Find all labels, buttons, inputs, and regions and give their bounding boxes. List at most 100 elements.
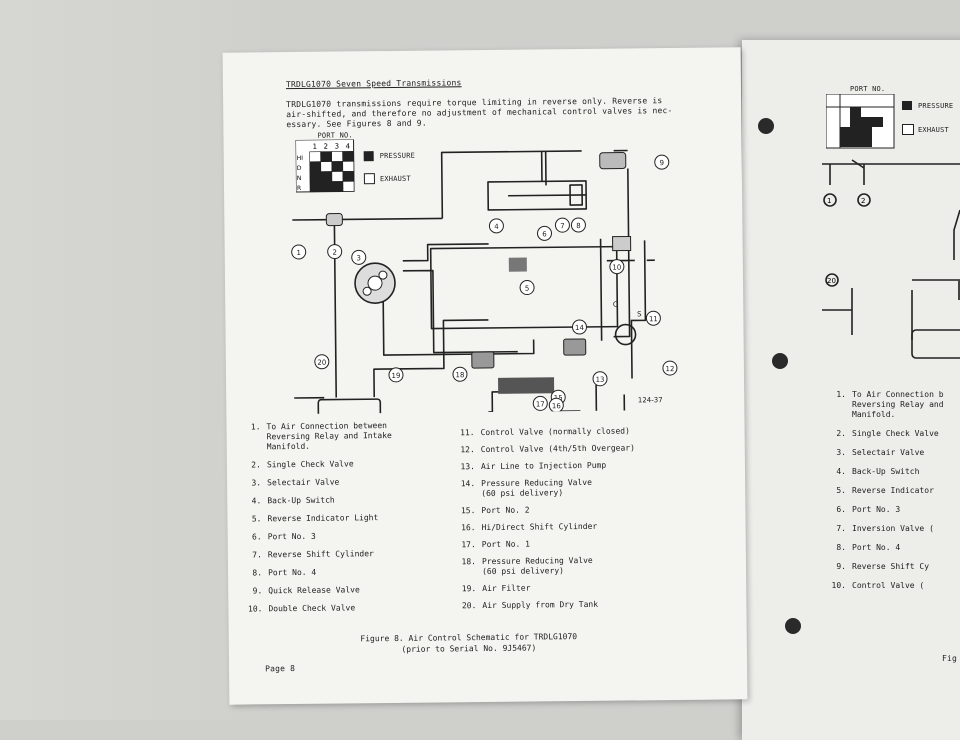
legend-item: 2.Single Check Valve bbox=[241, 459, 354, 470]
legend-number: 2. bbox=[241, 460, 261, 469]
legend-item: 19.Air Filter bbox=[456, 584, 530, 595]
next-pressure-label: PRESSURE bbox=[918, 102, 953, 110]
legend-number: 7. bbox=[242, 550, 262, 559]
legend-text: Selectair Valve bbox=[852, 448, 924, 458]
page-number: Page 8 bbox=[265, 664, 295, 673]
svg-text:18: 18 bbox=[455, 371, 464, 379]
svg-text:4: 4 bbox=[494, 223, 499, 231]
legend-number: 13. bbox=[455, 462, 475, 471]
legend-text: Reverse Shift Cylinder bbox=[268, 549, 374, 560]
legend-text: Reverse Indicator bbox=[852, 486, 934, 496]
legend-item: 1.To Air Connection b Reversing Relay an… bbox=[826, 390, 944, 420]
legend-text: Air Supply from Dry Tank bbox=[482, 600, 598, 611]
next-caption-fragment: Fig bbox=[942, 654, 957, 663]
legend-text: Quick Release Valve bbox=[268, 585, 360, 596]
callout-18: 18 bbox=[453, 367, 467, 381]
svg-text:1: 1 bbox=[827, 197, 831, 205]
svg-text:2: 2 bbox=[861, 197, 865, 205]
legend-text: Back-Up Switch bbox=[267, 496, 335, 507]
legend-text: Port No. 2 bbox=[481, 506, 529, 517]
intro-line-3: essary. See Figures 8 and 9. bbox=[286, 119, 427, 129]
callout-20: 20 bbox=[315, 355, 329, 369]
legend-text: Pressure Reducing Valve (60 psi delivery… bbox=[481, 478, 592, 499]
legend-number: 1. bbox=[240, 422, 260, 431]
svg-text:3: 3 bbox=[356, 254, 361, 262]
callout-7: 7 bbox=[555, 218, 569, 232]
legend-number: 20. bbox=[456, 601, 476, 610]
figure-ref-number: 124-37 bbox=[638, 396, 663, 404]
binder-hole bbox=[758, 118, 774, 134]
legend-item: 18.Pressure Reducing Valve (60 psi deliv… bbox=[456, 556, 593, 577]
legend-number: 6. bbox=[826, 505, 846, 514]
legend-number: 7. bbox=[826, 524, 846, 533]
legend-text: Port No. 1 bbox=[482, 540, 530, 551]
table-surface bbox=[0, 0, 260, 720]
legend-number: 9. bbox=[826, 562, 846, 571]
legend-number: 12. bbox=[455, 445, 475, 454]
callout-8: 8 bbox=[571, 218, 585, 232]
callout-9: 9 bbox=[655, 155, 669, 169]
svg-text:6: 6 bbox=[542, 230, 547, 238]
legend-text: Back-Up Switch bbox=[852, 467, 919, 477]
legend-item: 10.Control Valve ( bbox=[826, 581, 924, 591]
callout-4: 4 bbox=[489, 219, 503, 233]
callout-13: 13 bbox=[593, 372, 607, 386]
legend-item: 12. Control Valve (4th/5th Overgear) bbox=[455, 443, 635, 455]
valve-letter-c: C bbox=[613, 301, 618, 309]
legend-text: Reverse Indicator Light bbox=[267, 513, 378, 524]
legend-item: 8.Port No. 4 bbox=[826, 543, 900, 553]
legend-number: 4. bbox=[826, 467, 846, 476]
legend-item: 3. Selectair Valve bbox=[241, 478, 339, 489]
legend-item: 17. Port No. 1 bbox=[456, 540, 530, 551]
valve-letter-s: S bbox=[637, 310, 642, 318]
legend-number: 3. bbox=[241, 478, 261, 487]
legend-text: Port No. 3 bbox=[852, 505, 900, 515]
svg-text:13: 13 bbox=[596, 376, 605, 384]
legend-text: Inversion Valve ( bbox=[852, 524, 934, 534]
legend-item: 5.Reverse Indicator bbox=[826, 486, 934, 496]
legend-number: 11. bbox=[455, 428, 475, 437]
legend-number: 8. bbox=[242, 568, 262, 577]
svg-text:2: 2 bbox=[332, 249, 337, 257]
callout-14: 14 bbox=[572, 320, 586, 334]
legend-item: 9.Quick Release Valve bbox=[242, 585, 360, 596]
legend-number: 17. bbox=[456, 540, 476, 549]
legend-item: 6.Port No. 3 bbox=[242, 532, 316, 543]
legend-item: 16. Hi/Direct Shift Cylinder bbox=[456, 522, 598, 533]
legend-text: Port No. 4 bbox=[268, 568, 316, 579]
legend-number: 18. bbox=[456, 557, 476, 566]
legend-item: 10.Double Check Valve bbox=[242, 603, 355, 614]
legend-number: 4. bbox=[241, 496, 261, 505]
legend-item: 7. Reverse Shift Cylinder bbox=[242, 549, 374, 560]
legend-text: To Air Connection b Reversing Relay and … bbox=[852, 390, 944, 420]
legend-item: 4. Back-Up Switch bbox=[241, 496, 335, 507]
legend-number: 16. bbox=[456, 523, 476, 532]
figure-caption: Figure 8. Air Control Schematic for TRDL… bbox=[339, 631, 599, 656]
legend-item: 1.To Air Connection between Reversing Re… bbox=[240, 421, 392, 453]
callout-19: 19 bbox=[389, 368, 403, 382]
svg-text:7: 7 bbox=[560, 222, 565, 230]
next-pressure-swatch bbox=[902, 101, 912, 110]
legend-text: Selectair Valve bbox=[267, 478, 339, 489]
svg-text:14: 14 bbox=[575, 324, 585, 332]
manual-page: TRDLG1070 Seven Speed Transmissions TRDL… bbox=[223, 47, 748, 704]
legend-text: Control Valve (4th/5th Overgear) bbox=[481, 443, 635, 455]
callout-3: 3 bbox=[352, 250, 366, 264]
next-page: PORT NO. PRESSURE EXHAUST 2 1 bbox=[742, 40, 960, 740]
legend-text: Double Check Valve bbox=[268, 603, 355, 614]
callout-1: 1 bbox=[292, 245, 306, 259]
legend-item: 5.Reverse Indicator Light bbox=[241, 513, 378, 524]
legend-number: 2. bbox=[826, 429, 846, 438]
legend-text: Reverse Shift Cy bbox=[852, 562, 929, 572]
legend-text: Hi/Direct Shift Cylinder bbox=[482, 522, 598, 533]
callout-17: 17 bbox=[533, 396, 547, 410]
legend-text: Port No. 3 bbox=[268, 532, 316, 543]
next-exhaust-label: EXHAUST bbox=[918, 126, 949, 134]
legend-text: Air Line to Injection Pump bbox=[481, 461, 606, 472]
legend-text: Single Check Valve bbox=[852, 429, 939, 439]
section-header: TRDLG1070 Seven Speed Transmissions bbox=[286, 78, 462, 89]
svg-text:10: 10 bbox=[612, 264, 621, 272]
legend-item: 8. Port No. 4 bbox=[242, 568, 316, 579]
callout-16: 16 bbox=[549, 398, 563, 412]
svg-text:16: 16 bbox=[552, 402, 562, 410]
